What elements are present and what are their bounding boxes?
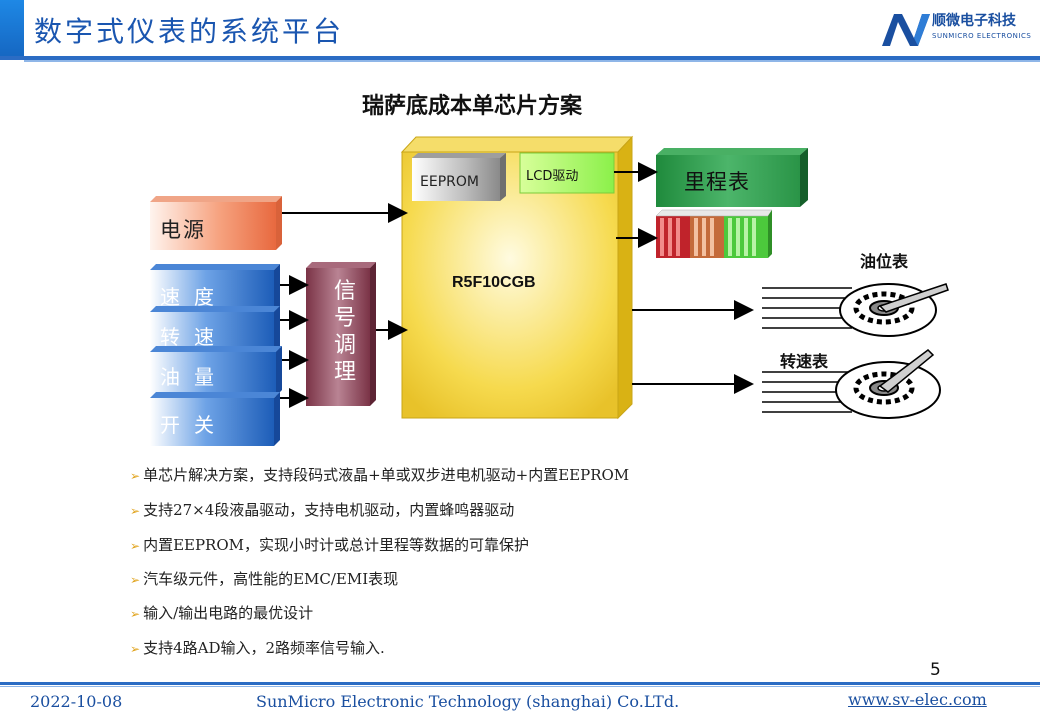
sunmicro-logo-icon	[882, 14, 930, 46]
diagram-title: 瑞萨底成本单芯片方案	[362, 93, 583, 119]
bullet-item: ➢支持27×4段液晶驱动，支持电机驱动，内置蜂鸣器驱动	[130, 499, 514, 520]
header-bar	[0, 0, 1040, 60]
input-label-fuel: 油量	[160, 365, 228, 389]
mcu-block	[400, 135, 634, 420]
header-divider	[0, 56, 1040, 60]
input-blocks	[150, 264, 282, 446]
header-accent	[0, 0, 24, 60]
bullet-item: ➢输入/输出电路的最优设计	[130, 602, 313, 623]
bullet-arrow-icon: ➢	[130, 469, 141, 483]
bullet-text: 汽车级元件，高性能的EMC/EMI表现	[143, 570, 399, 588]
bullet-text: 支持27×4段液晶驱动，支持电机驱动，内置蜂鸣器驱动	[143, 501, 515, 519]
fuel-gauge-label: 油位表	[860, 252, 909, 271]
bullet-text: 支持4路AD输入，2路频率信号输入.	[143, 639, 385, 657]
power-block	[150, 196, 282, 250]
footer-company: SunMicro Electronic Technology (shanghai…	[256, 692, 680, 711]
bullet-arrow-icon: ➢	[130, 539, 141, 553]
footer-divider	[0, 682, 1040, 685]
page-number: 5	[930, 660, 941, 680]
mcu-label: R5F10CGB	[452, 274, 536, 291]
input-label-speed: 速度	[160, 285, 228, 309]
lcd-segment-display	[655, 209, 773, 258]
odometer-block	[656, 148, 808, 207]
bullet-item: ➢汽车级元件，高性能的EMC/EMI表现	[130, 568, 398, 589]
logo-text-en: SUNMICRO ELECTRONICS	[932, 32, 1032, 40]
bullet-text: 单芯片解决方案，支持段码式液晶+单或双步进电机驱动+内置EEPROM	[143, 466, 630, 484]
input-label-switch: 开关	[160, 413, 228, 437]
odometer-label: 里程表	[684, 170, 750, 194]
footer-website-link[interactable]: www.sv-elec.com	[848, 690, 987, 709]
bullet-item: ➢内置EEPROM，实现小时计或总计里程等数据的可靠保护	[130, 534, 529, 555]
input-label-rpm: 转速	[160, 325, 228, 349]
footer-date: 2022-10-08	[30, 692, 123, 711]
bullet-arrow-icon: ➢	[130, 607, 141, 621]
tachometer-label: 转速表	[780, 352, 829, 371]
bullet-text: 内置EEPROM，实现小时计或总计里程等数据的可靠保护	[143, 536, 530, 554]
eeprom-label: EEPROM	[420, 174, 479, 190]
bullet-item: ➢支持4路AD输入，2路频率信号输入.	[130, 637, 385, 658]
logo-text-cn: 顺微电子科技	[932, 13, 1016, 29]
lcd-driver-label: LCD驱动	[526, 169, 579, 184]
signal-conditioning-block	[306, 262, 376, 406]
page-title: 数字式仪表的系统平台	[34, 15, 345, 48]
power-label: 电源	[160, 218, 206, 242]
tachometer-icon	[835, 349, 941, 419]
signal-conditioning-label: 信号调理	[333, 279, 356, 385]
bullet-arrow-icon: ➢	[130, 573, 141, 587]
eeprom-block	[412, 153, 506, 201]
header-divider-light	[24, 60, 1040, 62]
bullet-item: ➢单芯片解决方案，支持段码式液晶+单或双步进电机驱动+内置EEPROM	[130, 464, 629, 485]
bullet-text: 输入/输出电路的最优设计	[143, 604, 314, 622]
footer-divider-light	[0, 686, 1040, 687]
bullet-arrow-icon: ➢	[130, 642, 141, 656]
fuel-gauge-icon	[839, 283, 949, 337]
bullet-arrow-icon: ➢	[130, 504, 141, 518]
lcd-driver-block	[519, 152, 615, 194]
connector-arrows	[280, 162, 754, 408]
